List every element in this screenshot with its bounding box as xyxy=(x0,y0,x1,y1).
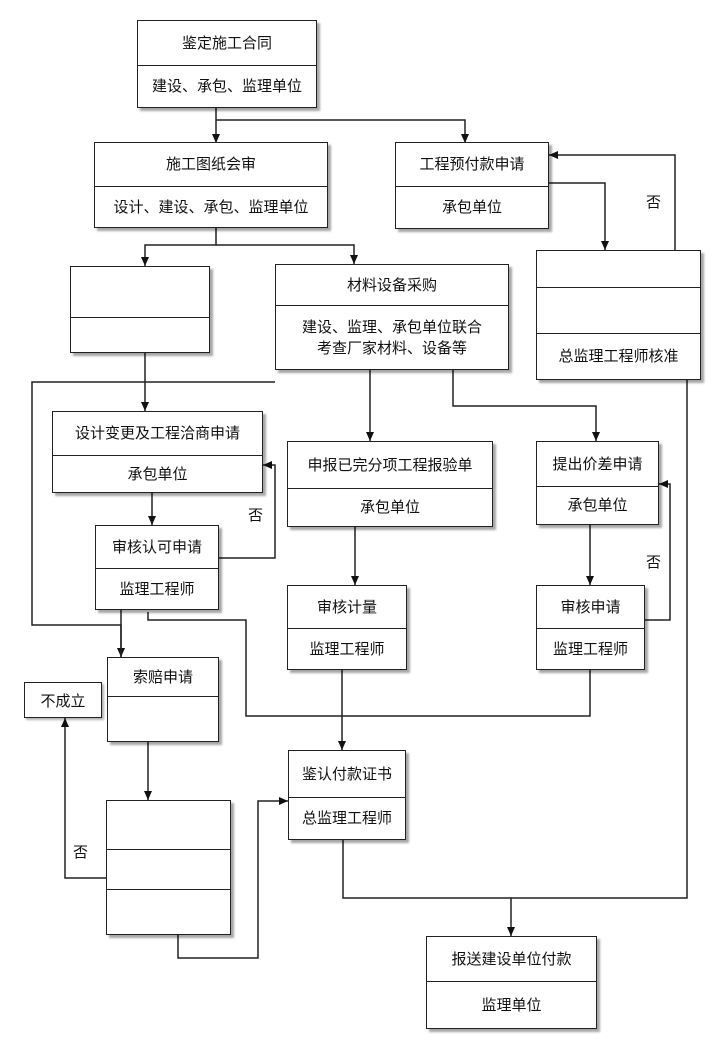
node-title: 提出价差申请 xyxy=(552,454,643,473)
node-party xyxy=(537,287,700,333)
node-party: 承包单位 xyxy=(537,486,658,524)
node-title: 申报已完分项工程报验单 xyxy=(307,455,473,474)
arrow-cert-to-payment xyxy=(342,840,515,936)
node-party: 监理工程师 xyxy=(537,628,644,669)
node-submit-payment: 报送建设单位付款 监理单位 xyxy=(426,936,597,1029)
node-price-review: 审核申请 监理工程师 xyxy=(536,585,645,670)
node-title xyxy=(537,251,700,287)
node-price-request: 提出价差申请 承包单位 xyxy=(536,441,659,525)
node-party: 承包单位 xyxy=(396,186,548,228)
node-party xyxy=(108,696,218,741)
arrow-blank2-to-cert xyxy=(177,797,288,959)
no-label-claim: 否 xyxy=(73,843,89,861)
node-inspection-report: 申报已完分项工程报验单 承包单位 xyxy=(287,441,493,527)
arrow-prepay-to-approve xyxy=(549,182,609,250)
node-extra xyxy=(107,889,230,934)
node-title: 工程预付款申请 xyxy=(419,155,525,173)
node-title: 鉴定施工合同 xyxy=(181,33,272,52)
arrow-approve-to-payment xyxy=(511,380,688,899)
wire-review-right xyxy=(147,612,591,717)
node-title: 材料设备采购 xyxy=(346,275,437,294)
node-title: 索赔申请 xyxy=(132,667,193,686)
node-measure-review: 审核计量 监理工程师 xyxy=(287,585,407,670)
arrow-drawing-to-blank1 xyxy=(141,228,217,266)
node-prepay: 工程预付款申请 承包单位 xyxy=(395,142,549,229)
node-party xyxy=(71,317,209,352)
node-blank-1 xyxy=(70,266,210,353)
arrow-approve-no-to-prepay xyxy=(549,151,676,250)
node-party: 承包单位 xyxy=(288,488,492,526)
no-label-review: 否 xyxy=(248,506,264,524)
node-invalid: 不成立 xyxy=(24,682,102,718)
node-title: 鉴认付款证书 xyxy=(301,764,392,783)
node-party: 总监理工程师 xyxy=(289,797,405,839)
node-party: 承包单位 xyxy=(53,455,262,492)
node-title: 报送建设单位付款 xyxy=(451,949,572,968)
node-payment-cert: 鉴认付款证书 总监理工程师 xyxy=(288,750,406,840)
node-claim: 索赔申请 xyxy=(107,657,219,742)
node-party: 设计、建设、承包、监理单位 xyxy=(95,186,327,227)
arrow-contract-to-prepay xyxy=(216,119,469,143)
arrow-review-no-to-change xyxy=(219,461,276,559)
arrow-price-review-no xyxy=(645,480,671,621)
node-title: 施工图纸会审 xyxy=(165,155,256,173)
node-contract: 鉴定施工合同 建设、承包、监理单位 xyxy=(137,20,317,108)
node-title: 审核认可申请 xyxy=(111,537,202,556)
node-title xyxy=(71,267,209,317)
node-title: 设计变更及工程洽商申请 xyxy=(74,424,240,442)
no-label-price: 否 xyxy=(646,553,662,571)
no-label-prepay: 否 xyxy=(646,193,662,211)
node-review-approval: 审核认可申请 监理工程师 xyxy=(95,525,219,610)
node-title xyxy=(107,801,230,849)
node-title: 审核申请 xyxy=(560,597,621,616)
node-party: 监理工程师 xyxy=(288,628,406,669)
node-title: 审核计量 xyxy=(316,597,377,616)
arrow-drawing-to-purchase xyxy=(216,244,358,264)
node-party: 建设、承包、监理单位 xyxy=(138,65,316,107)
arrow-blank2-no-to-invalid xyxy=(61,718,106,879)
node-party: 监理工程师 xyxy=(96,568,218,609)
node-change-request: 设计变更及工程洽商申请 承包单位 xyxy=(52,411,263,493)
node-chief-approve: 总监理工程师核准 xyxy=(536,250,701,380)
node-blank-2 xyxy=(106,800,231,935)
node-extra: 总监理工程师核准 xyxy=(537,333,700,379)
node-party: 监理单位 xyxy=(427,981,596,1028)
arrow-purchase-to-price xyxy=(452,370,600,441)
node-purchase: 材料设备采购 建设、监理、承包单位联合 考查厂家材料、设备等 xyxy=(275,264,509,370)
node-party: 建设、监理、承包单位联合 考查厂家材料、设备等 xyxy=(276,305,508,369)
node-drawing-review: 施工图纸会审 设计、建设、承包、监理单位 xyxy=(94,142,328,228)
node-party xyxy=(107,849,230,889)
